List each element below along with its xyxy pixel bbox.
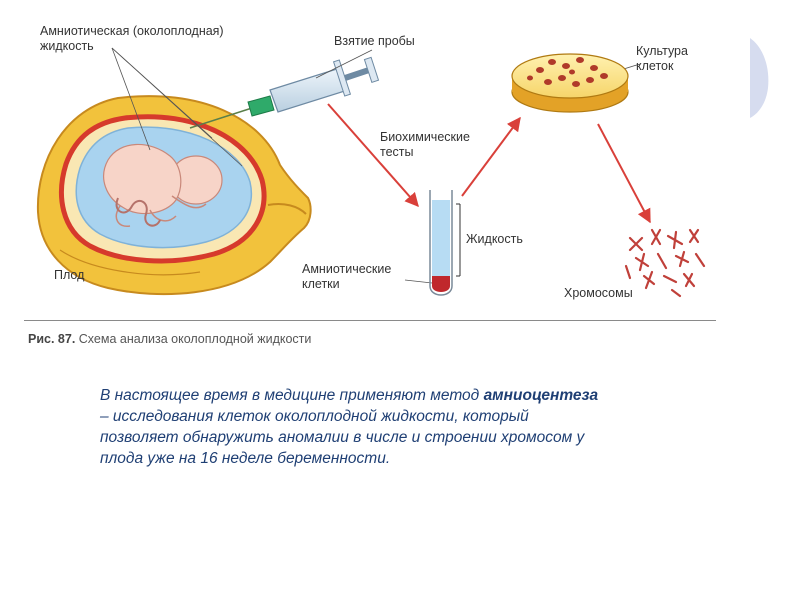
figure-caption: Рис. 87. Схема анализа околоплодной жидк…: [28, 332, 311, 346]
colony: [569, 69, 575, 75]
chromosome: [688, 228, 700, 244]
paragraph-part1: В настоящее время в медицине применяют м…: [100, 387, 484, 404]
colony: [548, 59, 556, 65]
chromosome: [662, 274, 678, 284]
chromosome: [634, 252, 650, 272]
syringe: [189, 56, 380, 129]
colony: [590, 65, 598, 71]
syringe-needle: [189, 107, 253, 129]
chromosome: [656, 252, 668, 270]
paragraph-line1: В настоящее время в медицине применяют м…: [100, 385, 760, 406]
syringe-hub: [247, 95, 275, 117]
leader-fluid-3: [111, 47, 243, 167]
caption-number: Рис. 87.: [28, 332, 76, 346]
label-sampling: Взятие пробы: [334, 34, 415, 48]
label-amniotic-cells-line1: Амниотические: [302, 262, 392, 276]
caption-rule: [24, 320, 716, 321]
colony: [544, 79, 552, 85]
label-amniotic-cells: Амниотические клетки: [302, 262, 391, 292]
leader-fluid-1: [111, 47, 151, 151]
label-culture: Культура клеток: [636, 44, 688, 74]
chromosome: [628, 236, 644, 252]
colony: [527, 75, 533, 81]
paragraph-line3: позволяет обнаружить аномалии в числе и …: [100, 429, 585, 446]
caption-text: Схема анализа околоплодной жидкости: [78, 332, 312, 346]
cell-colonies: [527, 57, 608, 87]
colony: [558, 75, 566, 81]
tube-fluid: [432, 200, 450, 282]
chromosome: [682, 272, 696, 288]
chromosome: [674, 250, 690, 268]
label-biochem-line2: тесты: [380, 145, 414, 159]
dish-top: [511, 53, 629, 99]
colony: [536, 67, 544, 73]
paragraph-line4: плода уже на 16 неделе беременности.: [100, 450, 391, 467]
tube-outline: [429, 190, 453, 296]
chromosome: [642, 270, 656, 290]
process-arrows: [327, 103, 651, 224]
decorative-shape: [750, 38, 769, 118]
syringe-plunger-cap: [363, 56, 380, 83]
umbilical-cord: [115, 197, 161, 227]
paragraph-line2: – исследования клеток околоплодной жидко…: [100, 408, 529, 425]
chromosome: [650, 228, 662, 246]
test-tube: [429, 190, 461, 296]
label-amniotic-cells-line2: клетки: [302, 277, 340, 291]
chromosome: [670, 288, 682, 298]
arrow-culture-to-chromosomes: [597, 123, 651, 224]
label-fluid: Жидкость: [466, 232, 523, 246]
label-fetus: Плод: [54, 268, 85, 282]
label-amniotic-fluid: Амниотическая (околоплодная) жидкость: [40, 24, 224, 54]
syringe-barrel: [269, 67, 349, 113]
label-biochem: Биохимические тесты: [380, 130, 470, 160]
arrow-tube-to-culture: [461, 116, 521, 197]
petri-dish: [511, 53, 629, 113]
label-amniotic-fluid-line2: жидкость: [40, 39, 94, 53]
label-culture-line1: Культура: [636, 44, 688, 58]
colony: [600, 73, 608, 79]
tube-cells: [432, 276, 450, 292]
paragraph-term: амниоцентеза: [483, 387, 599, 404]
label-chromosomes: Хромосомы: [564, 286, 633, 300]
colony: [572, 81, 580, 87]
leader-cells: [404, 279, 433, 284]
explanation-paragraph: В настоящее время в медицине применяют м…: [100, 385, 760, 469]
colony: [562, 63, 570, 69]
fetus-body: [103, 143, 182, 215]
fetus: [103, 143, 223, 227]
uterus-inner-line: [59, 249, 201, 276]
label-biochem-line1: Биохимические: [380, 130, 470, 144]
cervix: [267, 203, 307, 215]
label-amniotic-fluid-line1: Амниотическая (околоплодная): [40, 24, 224, 38]
chromosome: [624, 264, 632, 280]
chromosome: [694, 252, 706, 268]
chromosome: [666, 230, 684, 250]
leader-lines: [111, 47, 641, 284]
chromosome-spread: [624, 228, 706, 298]
arrow-syringe-to-tube: [327, 103, 419, 208]
leader-sampling: [315, 49, 373, 79]
colony: [586, 77, 594, 83]
label-culture-line2: клеток: [636, 59, 674, 73]
colony: [576, 57, 584, 63]
